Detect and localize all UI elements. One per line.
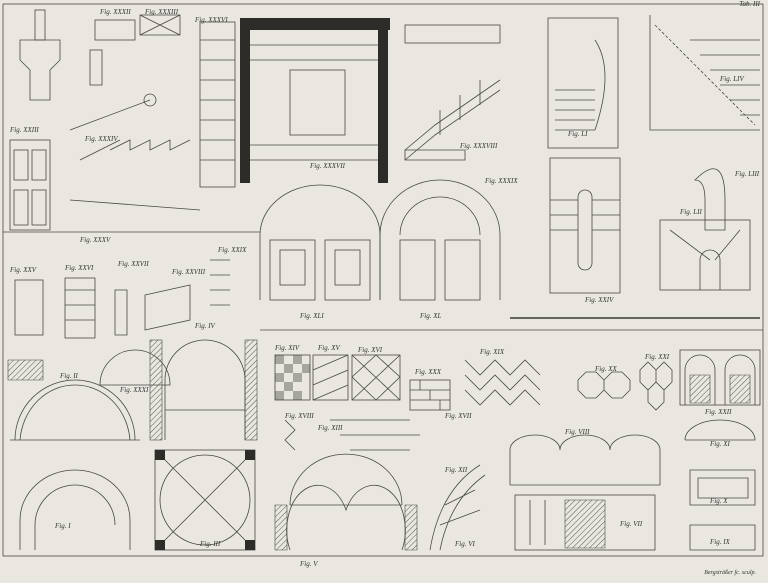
figure-label: Fig. XXII <box>705 408 732 416</box>
figure-label: Fig. IV <box>195 322 215 330</box>
figure-label: Fig. XXX <box>415 368 442 376</box>
timber-centering <box>284 419 486 551</box>
figure-label: Fig. LII <box>680 208 702 216</box>
spiral-stair <box>547 17 619 149</box>
stair-plan-dark <box>240 18 390 183</box>
figure-label: Fig. XVII <box>445 412 472 420</box>
barrel-vault-sections <box>149 339 258 551</box>
figure-label: Fig. XXXIX <box>485 177 518 185</box>
figure-label: Fig. XIV <box>275 344 300 352</box>
figure-label: Fig. LIII <box>735 170 760 178</box>
figure-label: Fig. V <box>300 560 318 568</box>
figure-label: Fig. XIII <box>318 424 343 432</box>
arches-lower-left <box>19 469 131 550</box>
shutter-figures <box>14 259 230 339</box>
figure-label: Fig. XXV <box>10 266 37 274</box>
lattice-arches <box>679 349 761 551</box>
figure-label: Fig. XV <box>318 344 340 352</box>
figure-label: Fig. XX <box>595 365 617 373</box>
figure-label: Fig. X <box>710 497 728 505</box>
stair-perspective <box>404 24 501 161</box>
figure-label: Fig. I <box>55 522 71 530</box>
vaulted-cellar-section <box>509 434 661 551</box>
figure-label: Fig. VIII <box>565 428 590 436</box>
door-with-fanlight <box>379 179 501 301</box>
double-door-arched <box>259 184 381 301</box>
figure-label: Fig. XXVIII <box>172 268 206 276</box>
figure-label: Fig. XXVII <box>118 260 149 268</box>
quarter-turn-stair-plan <box>549 157 751 294</box>
figure-label: Fig. XVIII <box>285 412 314 420</box>
figure-label: Fig. XXXIII <box>145 8 179 16</box>
groin-vault <box>7 349 171 441</box>
figure-label: Fig. XII <box>445 466 468 474</box>
figure-label: Fig. VI <box>455 540 475 548</box>
hardware-figures <box>69 14 201 211</box>
figure-label: Fig. LI <box>568 130 588 138</box>
figure-label: Fig. IX <box>710 538 730 546</box>
stair-elevation <box>199 21 236 188</box>
figure-label: Fig. XXXI <box>120 386 149 394</box>
figure-label: Fig. II <box>60 372 78 380</box>
stair-diagram-grid <box>649 15 760 131</box>
plate-number: Tab. III <box>739 0 760 8</box>
figure-label: Fig. XVI <box>358 346 383 354</box>
figure-label: Fig. III <box>200 540 221 548</box>
figure-label: Fig. XXXV <box>80 236 111 244</box>
figure-label: Fig. LIV <box>720 75 744 83</box>
figure-label: Fig. XI <box>710 440 730 448</box>
figure-label: Fig. XIX <box>480 348 505 356</box>
figure-label: Fig. XLI <box>300 312 324 320</box>
figure-label: Fig. XXIX <box>218 246 247 254</box>
figure-label: Fig. XXI <box>645 353 670 361</box>
figure-label: Fig. XXXVIII <box>460 142 498 150</box>
figure-label: Fig. XXIV <box>585 296 614 304</box>
floor-tile-patterns <box>274 354 673 411</box>
figure-label: Fig. VII <box>620 520 643 528</box>
figure-label: Fig. XXXIV <box>85 135 118 143</box>
figure-label: Fig. XXIII <box>10 126 39 134</box>
figure-label: Fig. XL <box>420 312 442 320</box>
cross-vault-elevation <box>274 453 418 551</box>
figure-label: Fig. XXXVI <box>195 16 228 24</box>
door-figure <box>9 9 61 231</box>
engraver-signature: Bergsträßer fc. sculp. <box>704 570 756 576</box>
figure-label: Fig. XXXVII <box>310 162 345 170</box>
figure-label: Fig. XXXII <box>100 8 131 16</box>
figure-label: Fig. XXVI <box>65 264 94 272</box>
